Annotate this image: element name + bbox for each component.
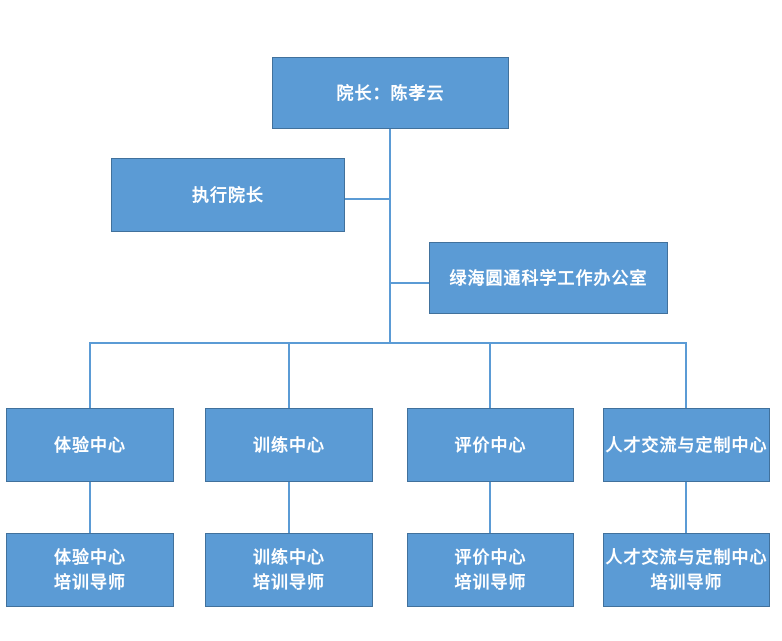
mentor-label-line1: 训练中心 xyxy=(253,548,325,567)
mentor-label-line2: 培训导师 xyxy=(650,573,723,592)
connector-mentor-evaluation xyxy=(489,482,491,533)
mentor-box-experience: 体验中心 培训导师 xyxy=(6,533,174,607)
mentor-box-talent: 人才交流与定制中心 培训导师 xyxy=(603,533,770,607)
science-office-label: 绿海圆通科学工作办公室 xyxy=(449,268,648,288)
dean-box: 院长：陈孝云 xyxy=(272,57,509,129)
mentor-box-training: 训练中心 培训导师 xyxy=(205,533,373,607)
mentor-label-line1: 评价中心 xyxy=(454,548,527,567)
connector-dean-vertical xyxy=(389,129,391,343)
center-box-training: 训练中心 xyxy=(205,408,373,482)
dean-label: 院长：陈孝云 xyxy=(336,83,445,103)
mentor-label-line2: 培训导师 xyxy=(253,573,325,592)
center-label: 人才交流与定制中心 xyxy=(605,435,768,455)
center-label: 训练中心 xyxy=(253,435,325,455)
mentor-label-line1: 体验中心 xyxy=(54,548,126,567)
connector-drop-training xyxy=(288,342,290,408)
executive-dean-label: 执行院长 xyxy=(192,185,264,205)
mentor-label-line2: 培训导师 xyxy=(54,573,126,592)
science-office-box: 绿海圆通科学工作办公室 xyxy=(429,242,668,314)
connector-mentor-talent xyxy=(685,482,687,533)
center-label: 体验中心 xyxy=(54,435,126,455)
center-box-evaluation: 评价中心 xyxy=(407,408,574,482)
mentor-label-line1: 人才交流与定制中心 xyxy=(605,548,768,567)
connector-drop-evaluation xyxy=(489,342,491,408)
connector-centers-span xyxy=(89,342,687,344)
connector-exec-dean-horizontal xyxy=(345,198,391,200)
connector-mentor-experience xyxy=(89,482,91,533)
center-box-talent: 人才交流与定制中心 xyxy=(603,408,770,482)
executive-dean-box: 执行院长 xyxy=(111,158,345,232)
center-box-experience: 体验中心 xyxy=(6,408,174,482)
connector-drop-experience xyxy=(89,342,91,408)
mentor-box-evaluation: 评价中心 培训导师 xyxy=(407,533,574,607)
mentor-label-line2: 培训导师 xyxy=(454,573,527,592)
connector-office-horizontal xyxy=(389,282,429,284)
connector-mentor-training xyxy=(288,482,290,533)
connector-drop-talent xyxy=(685,342,687,408)
center-label: 评价中心 xyxy=(454,435,527,455)
